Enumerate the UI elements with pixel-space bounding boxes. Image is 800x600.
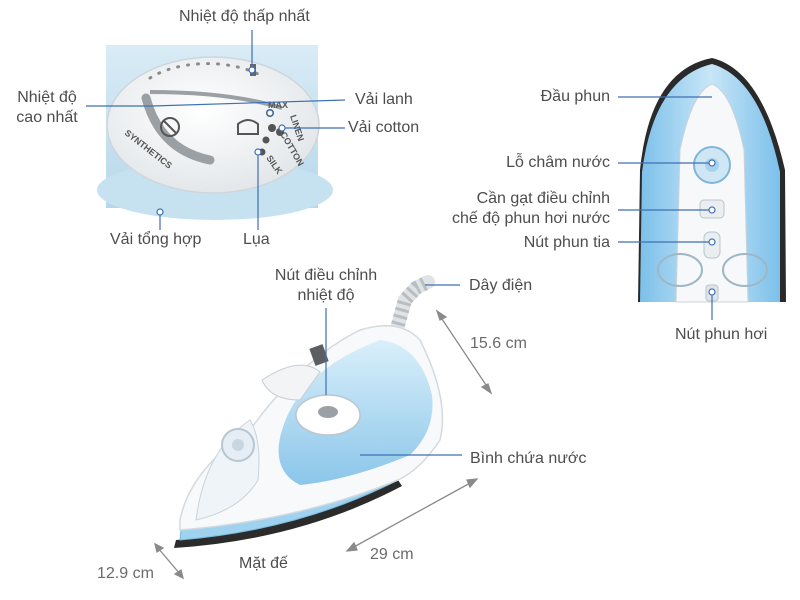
no-steam-icon xyxy=(160,117,180,137)
dial-grey-arc xyxy=(141,93,215,165)
width-arrow xyxy=(157,547,181,575)
leader-lines xyxy=(86,30,716,456)
label-max-temp: Nhiệt độ cao nhất xyxy=(16,89,78,126)
leader-linen xyxy=(151,99,346,107)
label-linen: Vải lanh xyxy=(355,91,413,108)
label-spray-nozzle: Đầu phun xyxy=(540,88,610,105)
label-temp-knob: Nút điều chỉnh nhiệt độ xyxy=(274,267,378,304)
dimension-width: 12.9 cm xyxy=(97,565,154,582)
label-spray-button: Nút phun tia xyxy=(523,234,610,251)
iron-top-view xyxy=(638,58,786,303)
temperature-dial-face xyxy=(106,56,320,194)
label-synthetic: Vải tổng hợp xyxy=(110,231,202,248)
height-arrow xyxy=(439,315,489,389)
label-steam-button: Nút phun hơi xyxy=(675,326,768,343)
label-power-cord: Dây điện xyxy=(469,277,533,294)
label-silk: Lụa xyxy=(243,231,270,248)
dial-max-text: MAX xyxy=(268,100,288,110)
dial-dot-scale xyxy=(148,62,260,80)
cotton-dot-1 xyxy=(268,124,276,132)
length-arrow xyxy=(351,481,473,549)
dimension-length: 29 cm xyxy=(370,546,414,563)
soleplate-shape xyxy=(174,480,402,548)
label-min-temp: Nhiệt độ thấp nhất xyxy=(179,8,310,25)
steam-icon xyxy=(237,119,259,135)
label-water-tank: Bình chứa nước xyxy=(470,450,587,467)
dial-grey-line xyxy=(149,90,283,110)
power-cord-shape xyxy=(391,275,435,332)
dimension-arrows xyxy=(154,309,493,580)
top-view-white-center xyxy=(675,83,749,303)
label-cotton: Vải cotton xyxy=(348,119,420,136)
label-steam-lever: Cần gạt điều chỉnh chế độ phun hơi nước xyxy=(451,190,610,227)
dial-closeup: MAX LINEN COTTON SILK SYNTHETICS xyxy=(97,45,333,220)
label-water-inlet: Lỗ châm nước xyxy=(506,154,610,171)
dimension-height: 15.6 cm xyxy=(470,335,527,352)
cotton-dot-2 xyxy=(262,136,270,144)
label-soleplate: Mặt đế xyxy=(239,555,288,572)
iron-side-view xyxy=(174,275,444,548)
